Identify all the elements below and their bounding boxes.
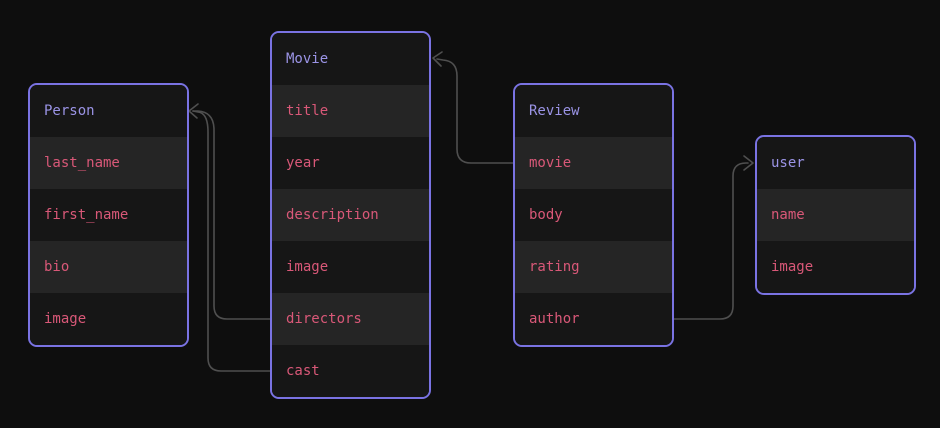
edge-movie-directors-to-person <box>192 110 271 320</box>
field-row-bio: bio <box>30 241 187 293</box>
arrowhead-into-person <box>188 103 199 119</box>
entity-header-user: user <box>757 137 914 189</box>
field-row-movie-image: image <box>272 241 429 293</box>
arrowhead-into-user <box>743 155 754 171</box>
edge-movie-cast-to-person <box>192 110 271 372</box>
field-row-last-name: last_name <box>30 137 187 189</box>
field-row-user-image: image <box>757 241 914 293</box>
field-row-directors: directors <box>272 293 429 345</box>
field-row-person-image: image <box>30 293 187 345</box>
field-row-rating: rating <box>515 241 672 293</box>
arrowhead-into-movie <box>432 51 443 67</box>
field-row-movie: movie <box>515 137 672 189</box>
field-row-year: year <box>272 137 429 189</box>
field-row-first-name: first_name <box>30 189 187 241</box>
entity-table-user[interactable]: user name image <box>755 135 916 295</box>
field-row-name: name <box>757 189 914 241</box>
entity-table-person[interactable]: Person last_name first_name bio image <box>28 83 189 347</box>
entity-table-review[interactable]: Review movie body rating author <box>513 83 674 347</box>
entity-table-movie[interactable]: Movie title year description image direc… <box>270 31 431 399</box>
edge-review-author-to-user <box>669 162 749 320</box>
entity-header-movie: Movie <box>272 33 429 85</box>
entity-header-review: Review <box>515 85 672 137</box>
field-row-title: title <box>272 85 429 137</box>
field-row-description: description <box>272 189 429 241</box>
field-row-cast: cast <box>272 345 429 397</box>
field-row-author: author <box>515 293 672 345</box>
field-row-body: body <box>515 189 672 241</box>
entity-header-person: Person <box>30 85 187 137</box>
edge-review-movie-to-movie <box>436 58 514 164</box>
